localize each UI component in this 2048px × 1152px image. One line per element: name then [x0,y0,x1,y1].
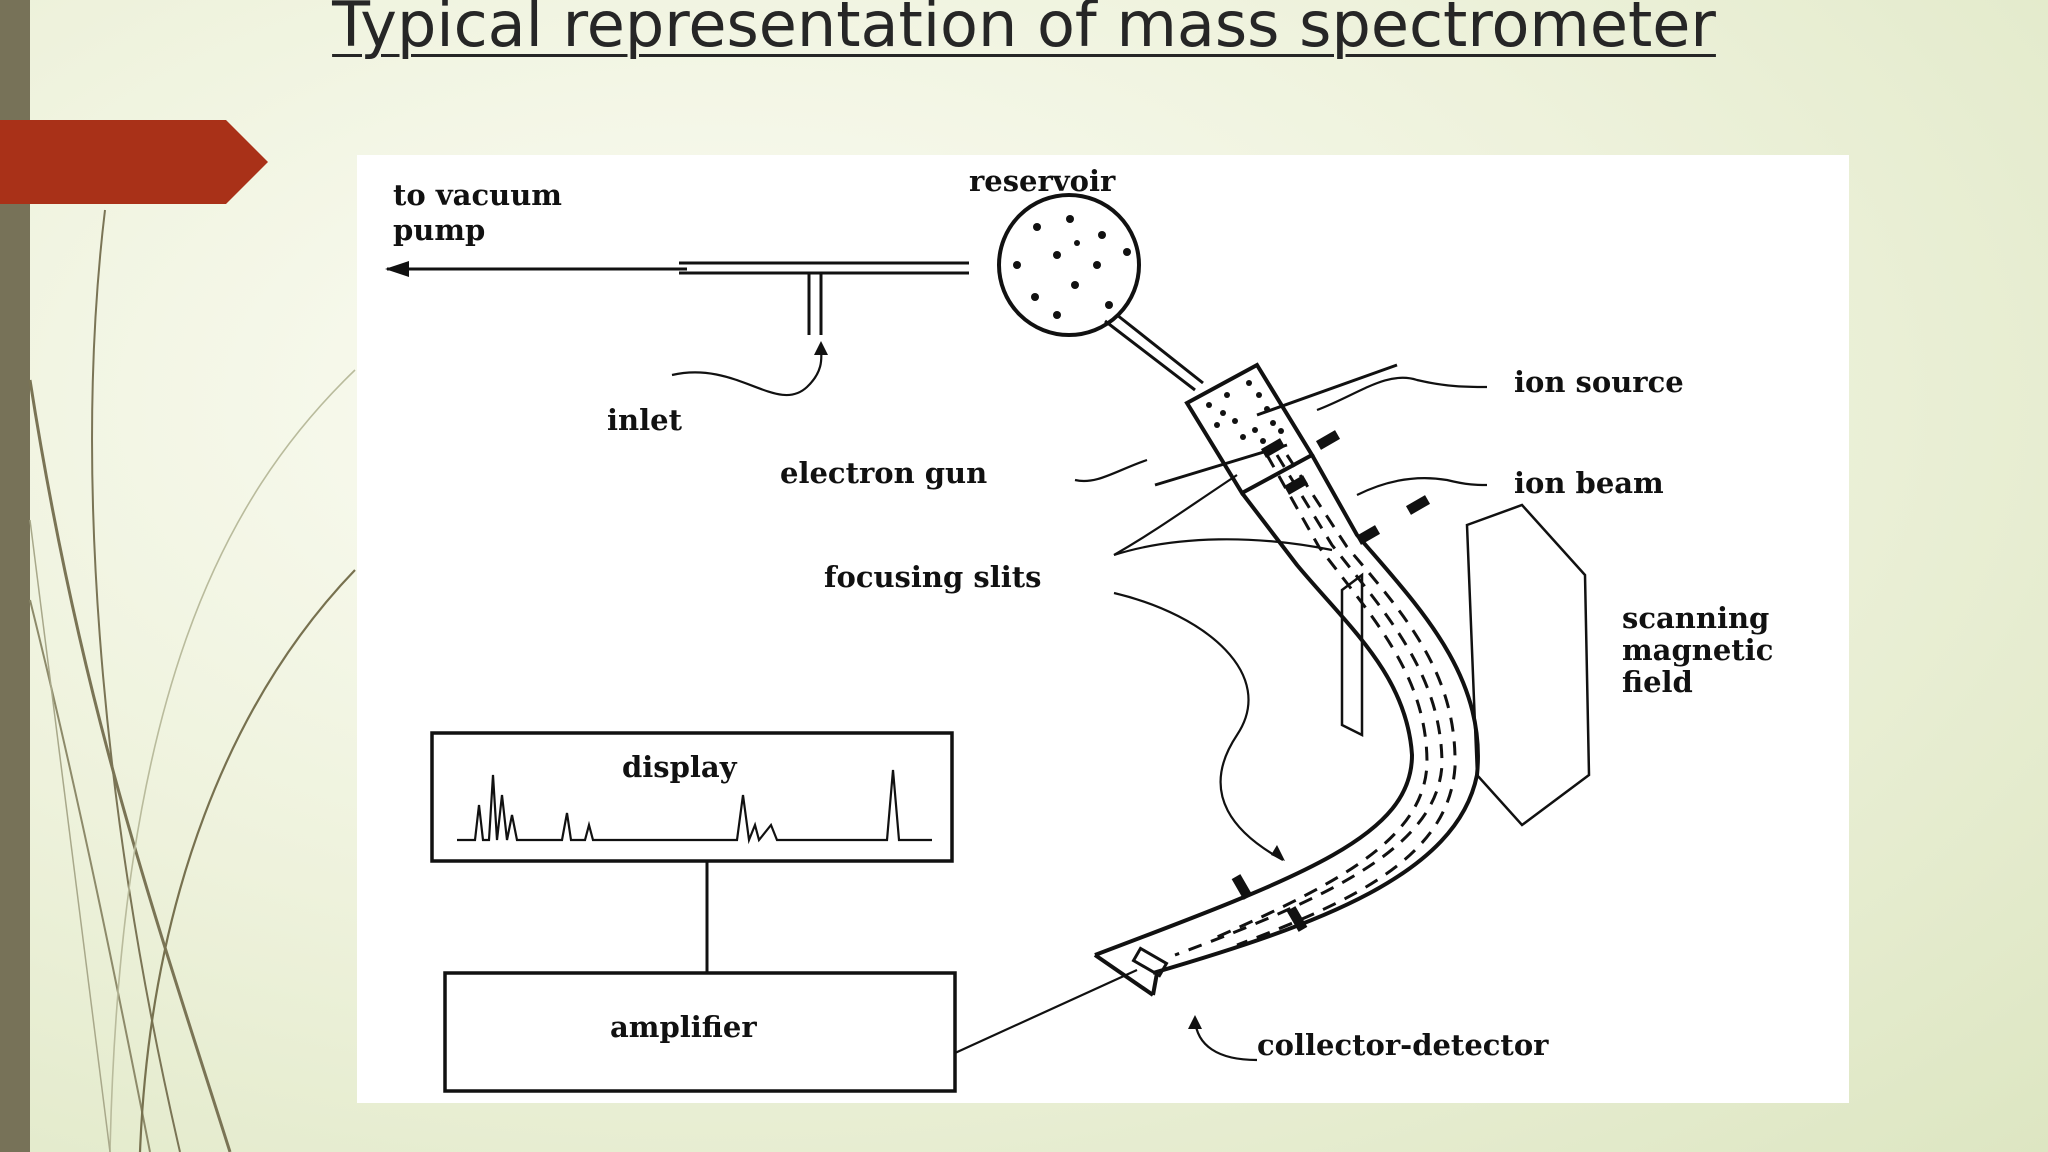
label-ion-beam: ion beam [1514,466,1664,500]
label-to-vacuum-2: pump [393,213,485,247]
label-reservoir: reservoir [969,164,1116,198]
label-scanning-1: scanning [1622,601,1769,635]
label-amplifier: amplifier [610,1010,757,1044]
slide-title: Typical representation of mass spectrome… [332,0,1716,61]
label-scanning-3: field [1622,665,1693,699]
label-inlet: inlet [607,403,683,437]
label-electron-gun: electron gun [780,456,987,490]
label-collector-detector: collector-detector [1257,1028,1549,1062]
label-display: display [622,750,738,784]
label-to-vacuum-1: to vacuum [393,178,562,212]
mass-spectrometer-diagram: to vacuum pump reservoir inlet ion sourc… [357,155,1849,1103]
decorative-curves [28,209,356,1152]
label-ion-source: ion source [1514,365,1684,399]
label-scanning-2: magnetic [1622,633,1773,667]
red-arrow-accent [0,120,268,204]
label-focusing-slits: focusing slits [824,560,1041,594]
